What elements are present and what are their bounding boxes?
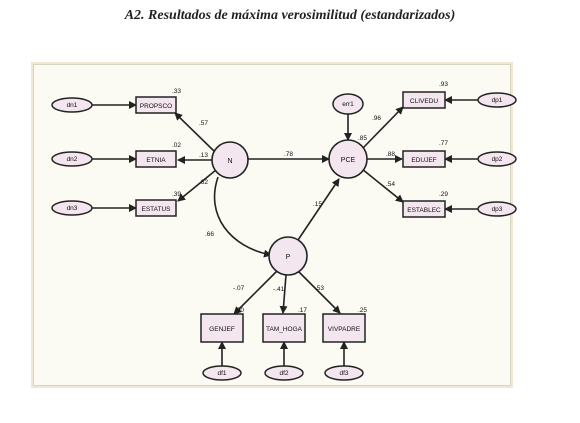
coef-n-estatus: .62 [199,179,208,186]
box-vivpadre [322,313,366,343]
label-dp2: dp2 [492,156,503,163]
label-n: N [227,158,232,165]
r2-establec: .29 [439,191,448,198]
coef-n-p: .66 [205,231,214,238]
box-estatus [135,199,177,217]
residual-dn3 [51,200,93,216]
label-err1: err1 [342,101,354,108]
label-df1: df1 [217,370,226,377]
edge-n-propsco [174,112,216,153]
label-propsco: PROPSCO [140,103,173,110]
coef-pce-eduje: .88 [386,151,395,158]
coef-p-tamhoga: -.41 [273,286,285,293]
residual-dp3 [477,201,517,217]
r2-pce: .85 [358,135,367,142]
latent-pce [328,139,368,179]
edge-n-estatus [177,169,217,202]
label-dp1: dp1 [492,97,503,104]
latent-n [211,141,249,179]
label-eduje: EDUJEF [411,157,436,164]
label-tamhoga: TAM_HOGA [266,326,303,333]
figure-title: A2. Resultados de máxima verosimilitud (… [124,8,456,23]
residual-err1 [332,93,364,115]
label-p: P [286,254,291,261]
coef-pce-clivedu: .96 [372,115,381,122]
r2-clivedu: .93 [439,81,448,88]
label-vivpadre: VIVPADRE [328,326,361,333]
edge-p-genjef [233,269,279,315]
r2-etnia: .02 [172,142,181,149]
residual-dp1 [477,92,517,108]
edge-n-p [213,176,272,258]
label-df2: df2 [279,370,288,377]
label-dn1: dn1 [67,102,78,109]
edge-p-tamhoga [279,274,288,314]
box-establec [402,200,446,218]
residual-dn2 [51,151,93,167]
label-estatus: ESTATUS [141,206,171,213]
label-dn3: dn3 [67,205,78,212]
label-etnia: ETNIA [146,157,166,164]
label-genjef: GENJEF [209,326,235,333]
edge-pce-clivedu [362,106,404,149]
coef-p-vivpadre: .53 [315,285,324,292]
r2-eduje: .77 [439,140,448,147]
r2-vivpadre: .25 [358,307,367,314]
r2-tamhoga: .17 [298,307,307,314]
box-etnia [135,150,177,168]
residual-dn1 [51,97,93,113]
coef-p-pce: .15 [313,201,322,208]
label-establec: ESTABLEC [407,207,441,214]
r2-estatus: .39 [172,191,181,198]
residual-df1 [202,365,242,381]
residual-df3 [324,365,364,381]
box-genjef [200,313,244,343]
r2-genjef: .00 [235,307,244,314]
coef-n-pce: .78 [284,151,293,158]
box-clivedu [402,91,446,109]
edge-p-vivpadre [297,270,341,314]
coef-n-etnia: .13 [199,152,208,159]
residual-df2 [264,365,304,381]
latent-p [268,236,308,276]
label-clivedu: CLIVEDU [410,98,438,105]
coef-p-genjef: -.07 [233,285,245,292]
box-tamhoga [262,313,306,343]
box-eduje [402,150,446,168]
coef-pce-establec: .54 [386,181,395,188]
edge-p-pce [297,178,340,241]
label-dp3: dp3 [492,206,503,213]
label-df3: df3 [339,370,348,377]
residual-dp2 [477,151,517,167]
r2-propsco: .33 [172,88,181,95]
edge-pce-establec [361,168,404,203]
label-pce: PCE [341,157,356,164]
box-propsco [135,96,177,114]
coef-n-propsco: .57 [199,120,208,127]
label-dn2: dn2 [67,156,78,163]
